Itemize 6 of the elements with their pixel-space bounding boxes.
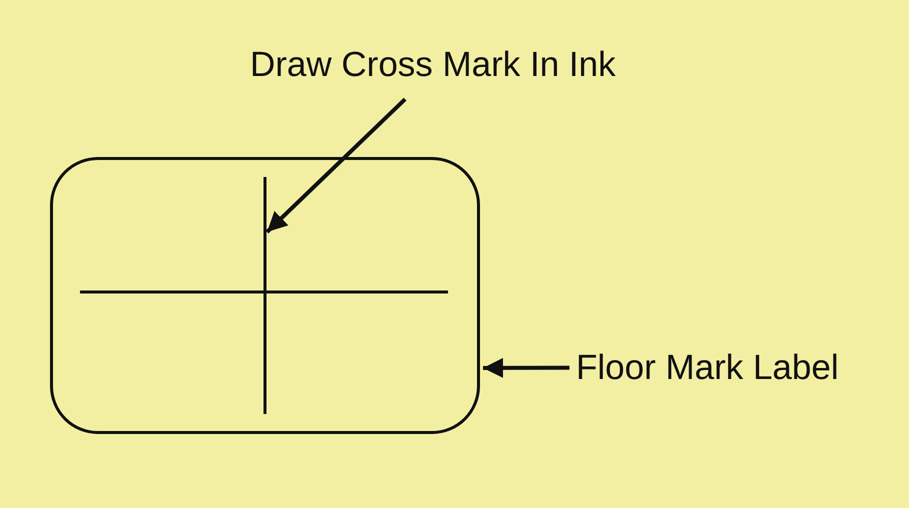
arrow (266, 98, 406, 234)
label-box (50, 157, 480, 434)
cross-mark (80, 177, 448, 414)
callout-text: Draw Cross Mark In Ink (250, 44, 720, 90)
arrow (483, 358, 570, 378)
callout-text: Floor Mark Label (576, 347, 906, 393)
